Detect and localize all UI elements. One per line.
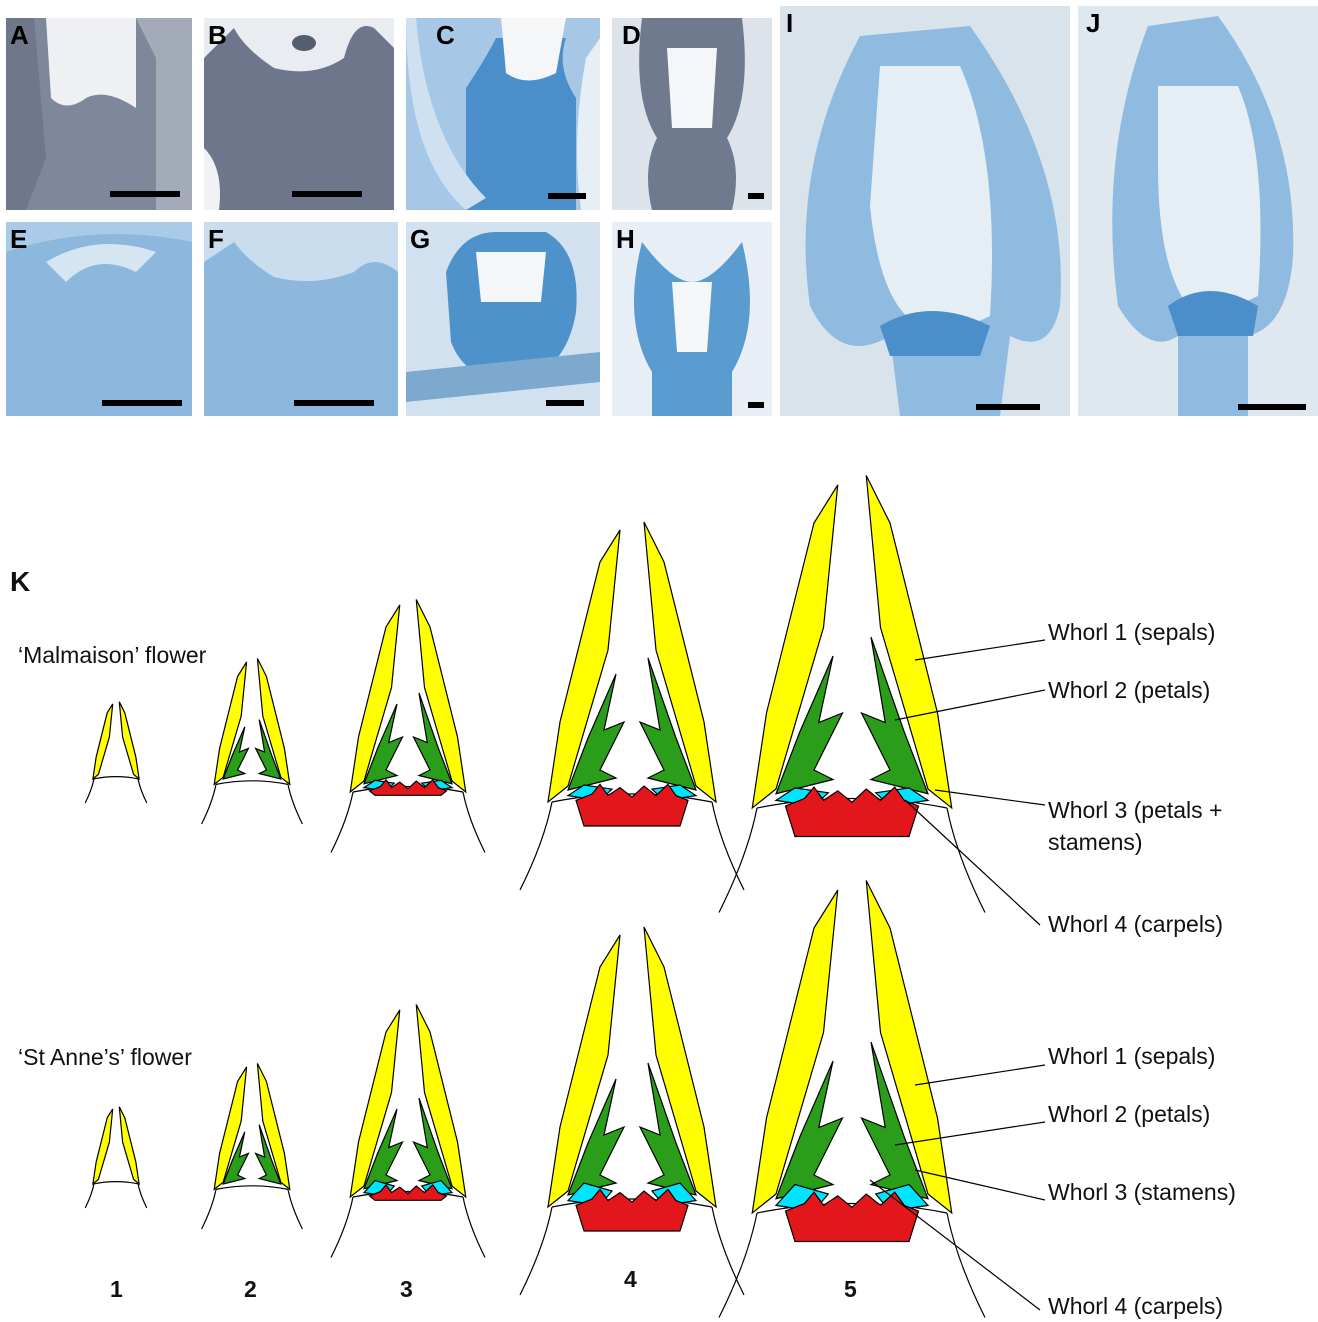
receptacle-top	[216, 781, 288, 785]
panel-h: H	[612, 222, 772, 416]
panel-b: B	[204, 18, 394, 210]
receptacle-outline	[331, 1197, 485, 1258]
callout-leader-line	[915, 1065, 1045, 1085]
panel-c: C	[406, 18, 600, 210]
panel-f: F	[204, 222, 398, 416]
sepal-right	[119, 1107, 139, 1184]
micrograph-f	[204, 222, 398, 416]
scale-bar	[748, 402, 764, 408]
callout-leader-line	[915, 640, 1045, 660]
panel-g: G	[406, 222, 600, 416]
panel-label: B	[208, 20, 227, 51]
micrograph-j	[1078, 6, 1318, 416]
panel-label: A	[10, 20, 29, 51]
panel-d: D	[612, 18, 772, 210]
panel-label: G	[410, 224, 430, 255]
scale-bar	[976, 404, 1040, 410]
panel-label: I	[786, 8, 793, 39]
scale-bar	[748, 193, 764, 199]
flower-whorl-diagram	[0, 430, 1318, 1322]
scale-bar	[546, 400, 584, 406]
panel-label: J	[1086, 8, 1100, 39]
receptacle-outline	[85, 779, 147, 803]
panel-label: D	[622, 20, 641, 51]
micrograph-a	[6, 18, 192, 210]
receptacle-top	[94, 1182, 138, 1184]
scale-bar	[1238, 404, 1306, 410]
panel-label: H	[616, 224, 635, 255]
scale-bar	[292, 191, 362, 197]
panel-label: C	[436, 20, 455, 51]
panel-label: F	[208, 224, 224, 255]
receptacle-outline	[202, 784, 303, 824]
sepal-left	[93, 704, 113, 779]
scale-bar	[110, 191, 180, 197]
micrograph-b	[204, 18, 394, 210]
micrograph-g	[406, 222, 600, 416]
sepal-right	[119, 702, 139, 779]
panel-a: A	[6, 18, 192, 210]
panel-i: I	[780, 6, 1070, 416]
panel-e: E	[6, 222, 192, 416]
receptacle-top	[216, 1186, 288, 1190]
micrograph-i	[780, 6, 1070, 416]
receptacle-outline	[85, 1184, 147, 1208]
callout-leader-line	[905, 800, 1040, 925]
scale-bar	[294, 400, 374, 406]
receptacle-outline	[202, 1189, 303, 1229]
panel-label: E	[10, 224, 27, 255]
callout-leader-line	[870, 1180, 1040, 1310]
micrograph-e	[6, 222, 192, 416]
receptacle-outline	[331, 792, 485, 853]
panel-j: J	[1078, 6, 1318, 416]
sepal-left	[93, 1109, 113, 1184]
micrograph-h	[612, 222, 772, 416]
scale-bar	[548, 193, 586, 199]
receptacle-top	[94, 777, 138, 779]
scale-bar	[102, 400, 182, 406]
